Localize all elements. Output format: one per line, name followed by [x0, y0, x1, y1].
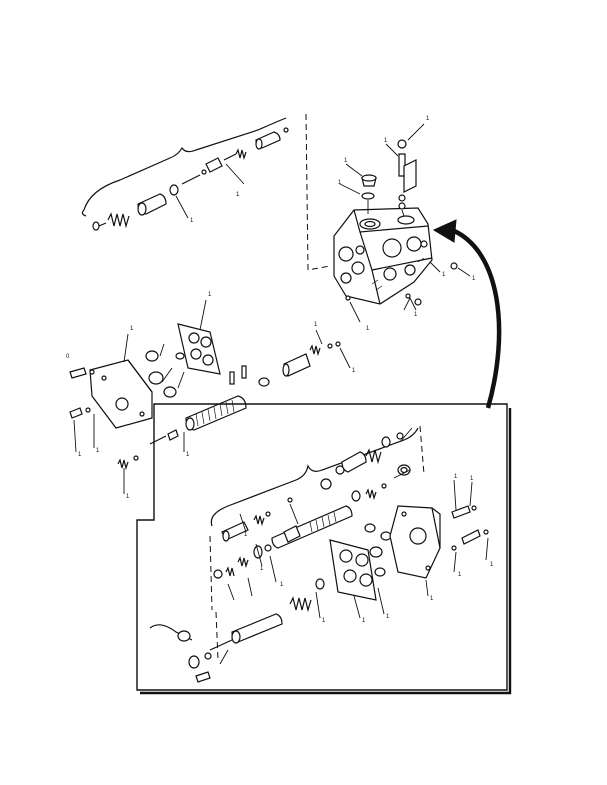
callout-labels: 0 1 1 1 1 1 1 1 1 1 1 1 1 1 1 1 1 1 1 1 1 1 1 1 1 1 1 1 1 1 [66, 116, 494, 624]
callout-label: 1 [280, 582, 284, 588]
callout-label: 1 [454, 474, 458, 480]
end-cover [89, 359, 153, 429]
callout-label: 1 [472, 276, 476, 282]
callout-label: 1 [78, 452, 82, 458]
upper-spring [107, 212, 130, 229]
callout-label: 1 [236, 192, 240, 198]
callout-label: 1 [362, 618, 366, 624]
callout-label: 1 [414, 312, 418, 318]
middle-plunger [282, 353, 311, 377]
callout-label: 1 [430, 596, 434, 602]
detail-main-spool [271, 505, 353, 549]
upper-spool-assembly [81, 117, 289, 231]
detail-arrow [432, 219, 502, 409]
callout-label: 1 [490, 562, 494, 568]
callout-label: 1 [386, 614, 390, 620]
callout-label: 1 [126, 494, 130, 500]
callout-label: 1 [426, 116, 430, 122]
upper-cap [255, 131, 281, 150]
callout-label: 1 [186, 452, 190, 458]
callout-label: 0 [66, 354, 70, 360]
callout-label: 1 [130, 326, 134, 332]
callout-label: 1 [366, 326, 370, 332]
callout-label: 1 [442, 272, 446, 278]
callout-label: 1 [190, 218, 194, 224]
detail-end-cover [389, 505, 441, 579]
callout-label: 1 [208, 292, 212, 298]
callout-label: 1 [384, 138, 388, 144]
callout-label: 1 [344, 158, 348, 164]
valve-body [333, 207, 433, 305]
callout-label: 1 [322, 618, 326, 624]
callout-label: 1 [458, 572, 462, 578]
detail-lower-spool [231, 613, 283, 644]
side-fittings [345, 261, 471, 323]
callout-label: 1 [470, 476, 474, 482]
detail-view [136, 403, 512, 695]
callout-label: 1 [352, 368, 356, 374]
callout-label: 1 [96, 448, 100, 454]
callout-label: 1 [338, 180, 342, 186]
detail-sleeve-top [341, 451, 367, 473]
middle-assembly [69, 299, 351, 494]
middle-spool [185, 395, 247, 431]
callout-label: 1 [314, 322, 318, 328]
top-fittings [339, 123, 425, 217]
gasket-plate [177, 323, 221, 375]
callout-label: 1 [244, 532, 248, 538]
callout-label: 1 [260, 566, 264, 572]
upper-plug [205, 157, 223, 173]
upper-sleeve [137, 193, 167, 216]
upper-spool-connector [305, 113, 331, 271]
detail-gasket [329, 539, 377, 601]
